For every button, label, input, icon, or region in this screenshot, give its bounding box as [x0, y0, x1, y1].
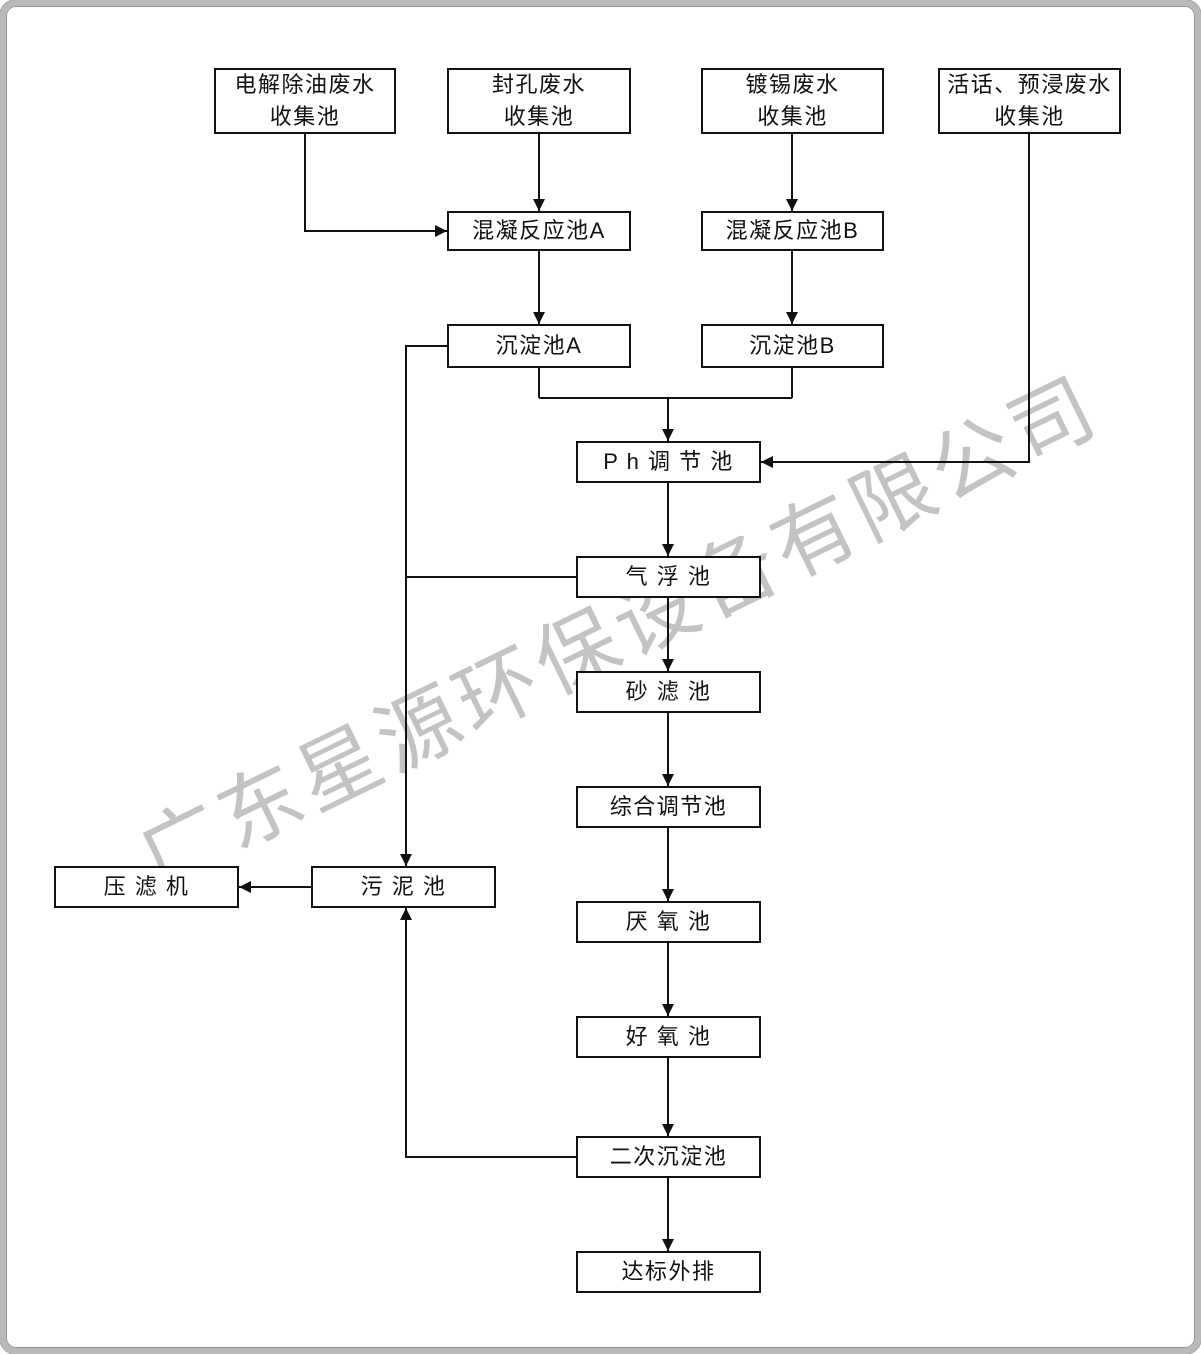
node-sedimentation-b: 沉淀池B: [701, 324, 884, 368]
node-aerobic: 好 氧 池: [576, 1016, 761, 1058]
node-sedimentation-a: 沉淀池A: [447, 324, 631, 368]
node-sand-filter: 砂 滤 池: [576, 671, 761, 713]
node-anaerobic: 厌 氧 池: [576, 901, 761, 943]
node-ph-adjustment: P h 调 节 池: [576, 441, 761, 483]
node-coagulation-reaction-a: 混凝反应池A: [447, 211, 631, 251]
connector-sedA-to-sludge: [400, 345, 447, 866]
node-sludge-pool: 污 泥 池: [311, 866, 496, 908]
node-standard-discharge: 达标外排: [576, 1251, 761, 1293]
connector-electrolytic-to-coagA: [304, 134, 447, 237]
node-tin-plating-collection: 镀锡废水 收集池: [701, 68, 884, 134]
connector-secondary-to-sludge: [400, 908, 576, 1158]
node-activation-presoak-collection: 活话、预浸废水 收集池: [938, 68, 1121, 134]
connector-layer: [239, 134, 1030, 1251]
node-secondary-sedimentation: 二次沉淀池: [576, 1136, 761, 1178]
node-filter-press: 压 滤 机: [54, 866, 239, 908]
node-sealing-wastewater-collection: 封孔废水 收集池: [447, 68, 631, 134]
node-comprehensive-adjustment: 综合调节池: [576, 786, 761, 828]
node-electrolytic-degreasing-collection: 电解除油废水 收集池: [214, 68, 396, 134]
node-coagulation-reaction-b: 混凝反应池B: [701, 211, 884, 251]
node-air-flotation: 气 浮 池: [576, 556, 761, 598]
connector-activation-to-ph: [761, 134, 1030, 468]
